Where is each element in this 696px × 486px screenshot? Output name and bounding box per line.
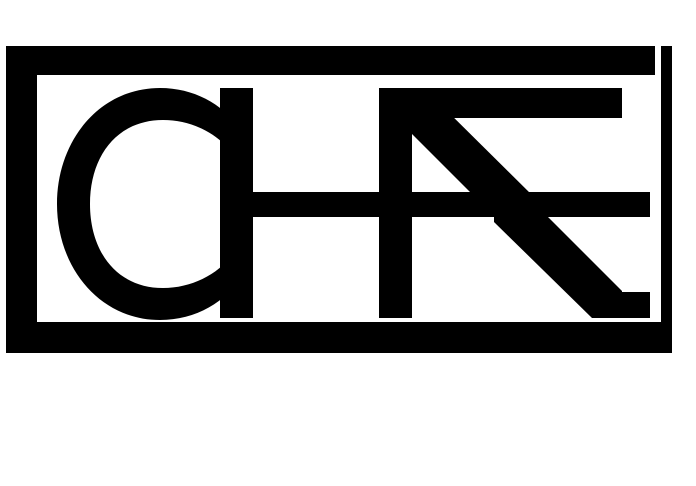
- ink-group: [6, 46, 672, 353]
- outer-border-right-bar: [661, 46, 672, 353]
- outer-border-bottom-extension: [6, 322, 672, 353]
- letter-c-ring: [57, 88, 244, 320]
- ae-lower-diagonal: [494, 196, 622, 318]
- ae-upper-diagonal: [404, 96, 536, 228]
- ae-bottom-foot: [592, 292, 650, 318]
